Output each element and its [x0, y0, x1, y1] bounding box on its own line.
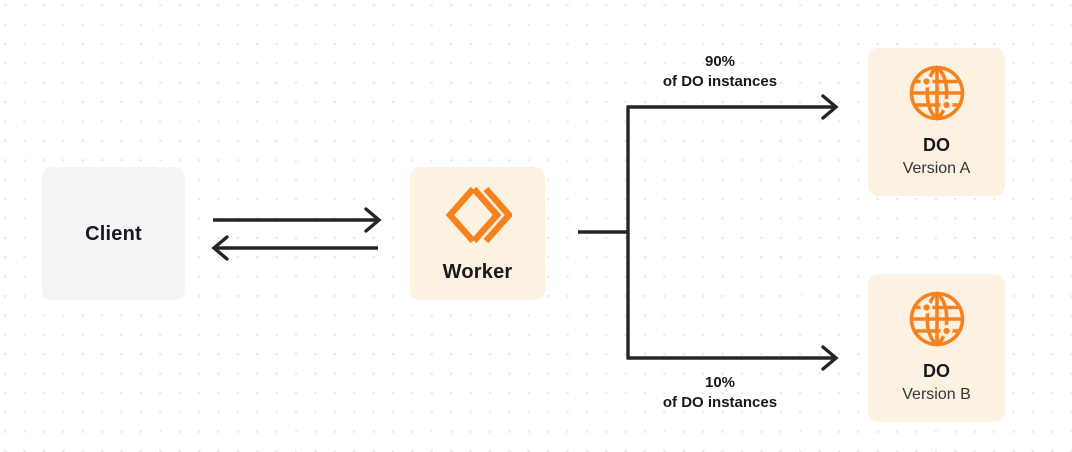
node-do-version-b-label: DO [923, 361, 950, 382]
edge-label-do-a-percent: 90% [704, 53, 736, 70]
edge-label-do-b-percent: 10% [704, 374, 736, 391]
arrow-client-to-worker [213, 207, 382, 233]
node-do-version-a-sublabel: Version A [902, 159, 971, 177]
node-do-version-b[interactable]: DO Version B [868, 274, 1005, 422]
arrow-worker-to-client [211, 235, 378, 261]
node-worker-label: Worker [442, 260, 513, 283]
edge-label-do-b-description: of DO instances [662, 394, 778, 412]
arrow-worker-fork-to-do [578, 94, 839, 371]
durable-object-globe-icon [908, 290, 966, 348]
node-do-version-a-label: DO [923, 135, 950, 156]
edge-label-do-a-description: of DO instances [662, 73, 778, 91]
edge-label-do-a: 90% of DO instances [630, 52, 810, 93]
cloudflare-workers-icon [444, 184, 513, 246]
node-client-label: Client [85, 222, 142, 245]
edge-label-do-b: 10% of DO instances [630, 373, 810, 414]
node-client[interactable]: Client [42, 167, 185, 300]
node-worker[interactable]: Worker [410, 167, 545, 300]
durable-object-globe-icon [908, 64, 966, 122]
node-do-version-a[interactable]: DO Version A [868, 48, 1005, 196]
node-do-version-b-sublabel: Version B [902, 385, 971, 403]
